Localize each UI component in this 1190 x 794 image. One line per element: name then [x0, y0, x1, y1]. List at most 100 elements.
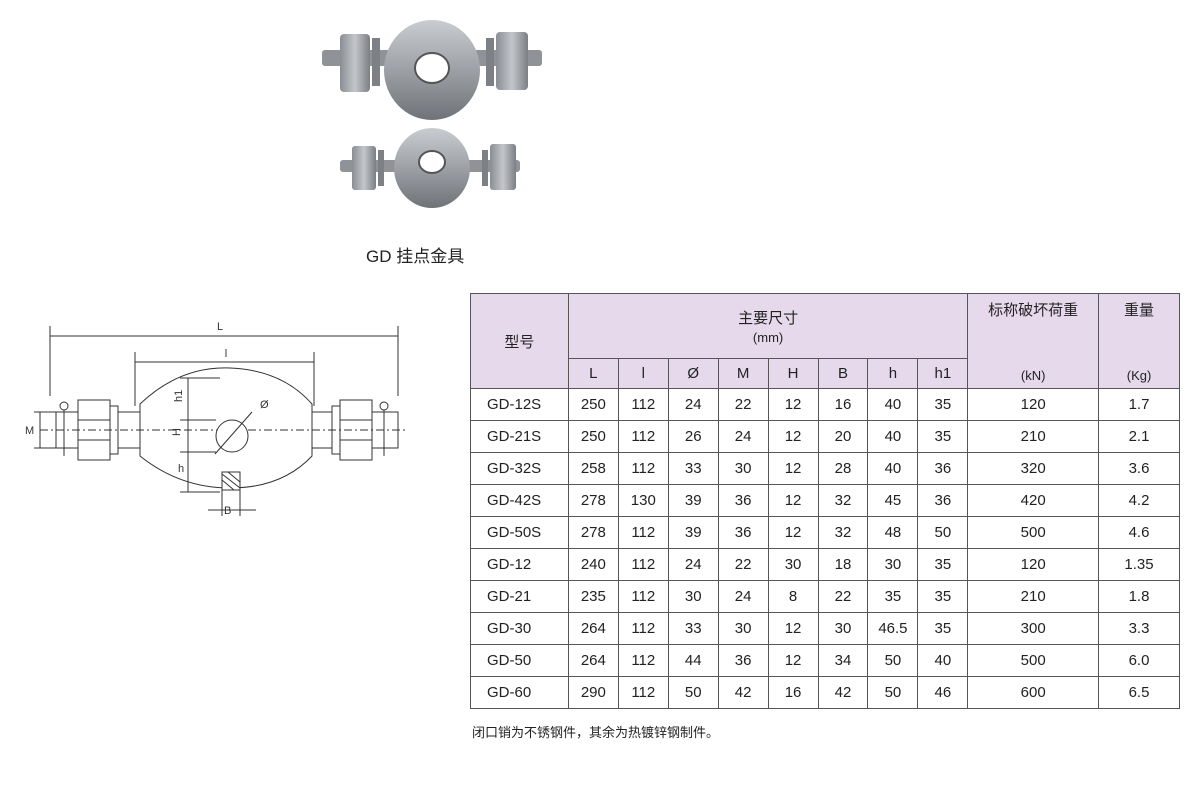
dim-label-h1: h1 — [173, 390, 185, 402]
cell-L: 240 — [567, 548, 619, 581]
cell-H: 12 — [767, 420, 819, 453]
cell-M: 24 — [717, 580, 769, 613]
cell-H: 12 — [767, 516, 819, 549]
cell-h1: 35 — [917, 612, 969, 645]
dim-label-L: L — [217, 321, 223, 333]
cell-h: 40 — [867, 452, 919, 485]
cell-l: 112 — [617, 676, 669, 709]
cell-phi: 33 — [667, 452, 719, 485]
fitting-large — [322, 20, 542, 120]
cell-B: 32 — [817, 484, 869, 517]
cell-weight: 3.6 — [1098, 452, 1180, 485]
header-dim-l: l — [617, 358, 669, 389]
cell-model: GD-21S — [470, 420, 569, 453]
cell-M: 36 — [717, 516, 769, 549]
dim-label-M: M — [25, 425, 34, 437]
cell-load: 500 — [967, 644, 1100, 677]
cell-phi: 39 — [667, 516, 719, 549]
cell-l: 112 — [617, 420, 669, 453]
header-dim-h: h — [867, 358, 919, 389]
header-dimensions: 主要尺寸 (mm) — [567, 293, 969, 359]
product-caption: GD 挂点金具 — [366, 247, 465, 266]
cell-M: 30 — [717, 612, 769, 645]
cell-L: 264 — [567, 644, 619, 677]
cell-weight: 1.8 — [1098, 580, 1180, 613]
cell-B: 32 — [817, 516, 869, 549]
technical-drawing: L l Ø B h1 H h M — [25, 321, 408, 517]
cell-phi: 33 — [667, 612, 719, 645]
cell-l: 112 — [617, 644, 669, 677]
cell-load: 120 — [967, 388, 1100, 421]
cell-weight: 6.5 — [1098, 676, 1180, 709]
cell-weight: 1.35 — [1098, 548, 1180, 581]
cell-phi: 24 — [667, 388, 719, 421]
cell-weight: 1.7 — [1098, 388, 1180, 421]
spec-table: 型号 主要尺寸 (mm) 标称破坏荷重(kN) 重量(Kg) L l Ø M H… — [470, 293, 1180, 709]
cell-load: 320 — [967, 452, 1100, 485]
cell-phi: 26 — [667, 420, 719, 453]
cell-h: 40 — [867, 388, 919, 421]
cell-load: 300 — [967, 612, 1100, 645]
cell-weight: 2.1 — [1098, 420, 1180, 453]
cell-M: 42 — [717, 676, 769, 709]
cell-H: 8 — [767, 580, 819, 613]
cell-B: 20 — [817, 420, 869, 453]
cell-h1: 46 — [917, 676, 969, 709]
cell-weight: 4.2 — [1098, 484, 1180, 517]
cell-l: 112 — [617, 612, 669, 645]
cell-l: 130 — [617, 484, 669, 517]
cell-M: 22 — [717, 388, 769, 421]
cell-l: 112 — [617, 548, 669, 581]
cell-B: 34 — [817, 644, 869, 677]
cell-h1: 35 — [917, 420, 969, 453]
cell-model: GD-30 — [470, 612, 569, 645]
cell-B: 30 — [817, 612, 869, 645]
product-photo — [322, 20, 542, 208]
cell-h: 50 — [867, 676, 919, 709]
cell-L: 250 — [567, 420, 619, 453]
cell-L: 278 — [567, 516, 619, 549]
cell-load: 500 — [967, 516, 1100, 549]
cell-H: 12 — [767, 388, 819, 421]
cell-h1: 36 — [917, 484, 969, 517]
cell-h: 48 — [867, 516, 919, 549]
cell-load: 210 — [967, 420, 1100, 453]
cell-model: GD-50S — [470, 516, 569, 549]
header-model: 型号 — [470, 293, 569, 389]
header-load: 标称破坏荷重(kN) — [967, 293, 1100, 389]
footnote: 闭口销为不锈钢件，其余为热镀锌钢制件。 — [472, 725, 720, 740]
cell-H: 16 — [767, 676, 819, 709]
cell-load: 600 — [967, 676, 1100, 709]
fitting-small — [340, 128, 520, 208]
header-dim-B: B — [817, 358, 869, 389]
cell-h1: 36 — [917, 452, 969, 485]
dim-label-phi: Ø — [260, 399, 269, 411]
cell-phi: 24 — [667, 548, 719, 581]
cell-model: GD-32S — [470, 452, 569, 485]
cell-h: 40 — [867, 420, 919, 453]
cell-l: 112 — [617, 580, 669, 613]
cell-B: 42 — [817, 676, 869, 709]
header-dim-H: H — [767, 358, 819, 389]
cell-M: 22 — [717, 548, 769, 581]
cell-phi: 50 — [667, 676, 719, 709]
dim-label-h: h — [178, 463, 184, 475]
cell-M: 36 — [717, 644, 769, 677]
header-dim-h1: h1 — [917, 358, 969, 389]
cell-model: GD-12S — [470, 388, 569, 421]
header-dim-M: M — [717, 358, 769, 389]
cell-L: 278 — [567, 484, 619, 517]
cell-phi: 44 — [667, 644, 719, 677]
cell-h: 35 — [867, 580, 919, 613]
cell-model: GD-60 — [470, 676, 569, 709]
cell-H: 12 — [767, 612, 819, 645]
dim-label-B: B — [224, 505, 231, 517]
cell-L: 258 — [567, 452, 619, 485]
cell-model: GD-50 — [470, 644, 569, 677]
